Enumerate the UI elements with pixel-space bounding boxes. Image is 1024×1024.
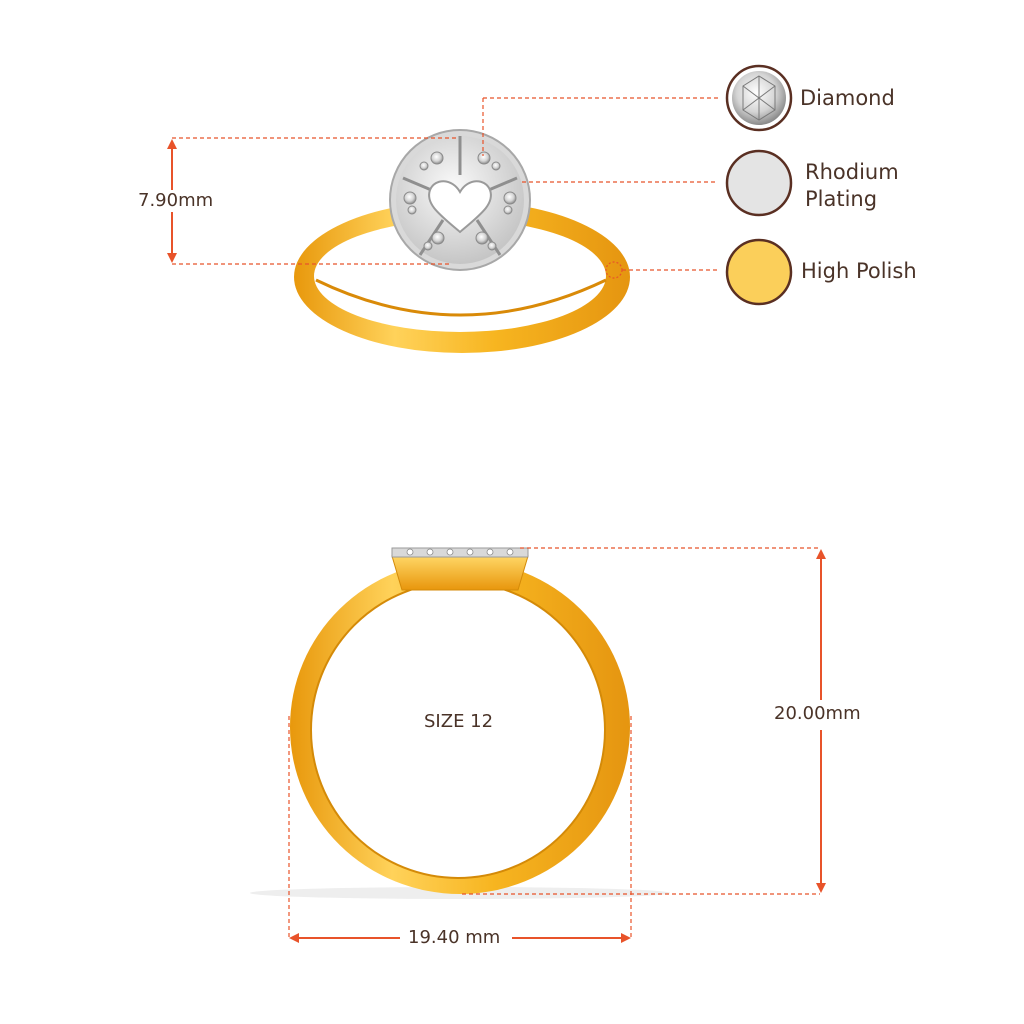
high-polish-swatch-icon bbox=[725, 238, 793, 306]
rhodium-swatch-icon bbox=[725, 149, 793, 217]
head-top-pave bbox=[391, 547, 529, 558]
legend-rhodium-label-line1: Rhodium bbox=[805, 160, 899, 184]
bottom-callout-lines bbox=[288, 547, 820, 940]
top-callout-lines bbox=[172, 97, 718, 279]
heart-cutout bbox=[428, 180, 492, 234]
top-ring-view bbox=[294, 129, 630, 353]
ring-height-arrow bbox=[816, 549, 826, 893]
ring-height-label: 20.00mm bbox=[770, 703, 865, 725]
ring-size-label: SIZE 12 bbox=[424, 711, 494, 732]
legend-high-polish-label: High Polish bbox=[801, 259, 917, 283]
front-inner-hole bbox=[311, 582, 605, 878]
legend-diamond-label: Diamond bbox=[800, 86, 895, 110]
ring-width-label: 19.40 mm bbox=[404, 927, 505, 949]
diamond-swatch-icon bbox=[725, 64, 793, 132]
legend-swatches bbox=[725, 64, 793, 306]
head-block bbox=[391, 555, 529, 591]
legend-rhodium-label-line2: Plating bbox=[805, 187, 878, 211]
ring-inner-hole bbox=[314, 220, 606, 332]
front-ring-view bbox=[250, 547, 670, 899]
band-rim bbox=[315, 278, 607, 317]
ring-width-arrow bbox=[289, 933, 631, 943]
pave-diamonds bbox=[403, 151, 517, 251]
head-height-label: 7.90mm bbox=[134, 190, 218, 212]
